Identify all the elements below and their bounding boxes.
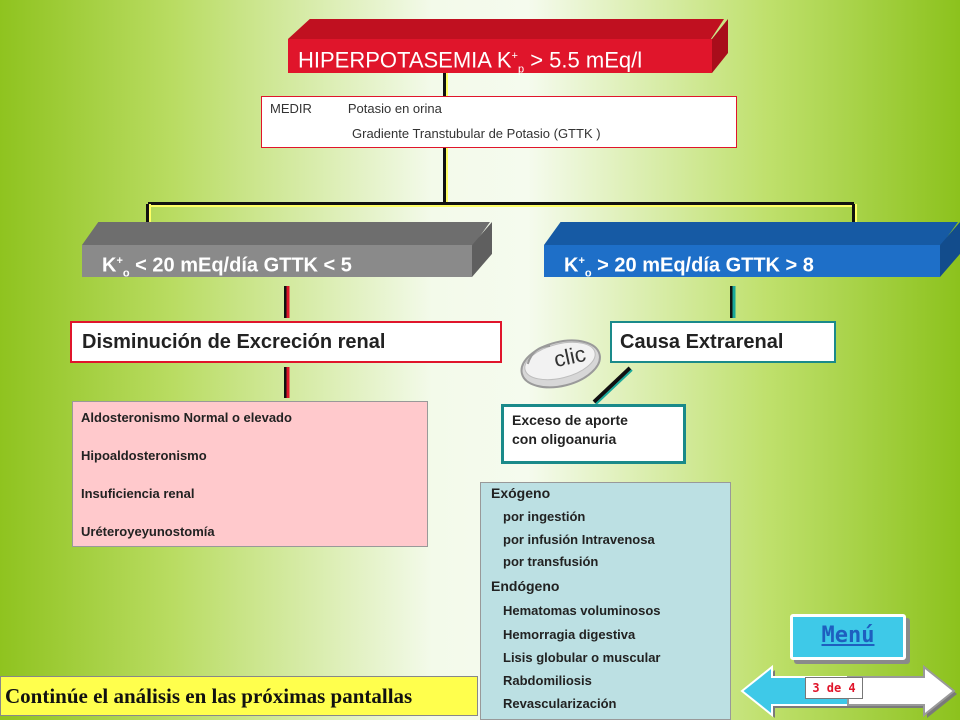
- footer-banner: Continúe el análisis en las próximas pan…: [0, 676, 478, 716]
- branch-left-depth: [82, 222, 490, 245]
- title-box-depth: [288, 19, 724, 39]
- measure-label: MEDIR: [270, 101, 312, 116]
- measure-line2: Gradiente Transtubular de Potasio (GTTK …: [352, 126, 601, 141]
- result-right-box: Causa Extrarenal: [610, 321, 836, 363]
- list-left-box: Aldosteronismo Normal o elevado Hipoaldo…: [72, 401, 428, 547]
- branch-right-box: K+o > 20 mEq/día GTTK > 8: [544, 245, 940, 280]
- branch-right-depth: [544, 222, 958, 245]
- list-item: Rabdomiliosis: [503, 673, 592, 688]
- list-item: Revascularización: [503, 696, 617, 711]
- exceso-line1: Exceso de aporte: [512, 412, 628, 428]
- mouse-click-icon[interactable]: [514, 326, 606, 396]
- list-right-box: Exógeno por ingestión por infusión Intra…: [480, 482, 731, 720]
- menu-button[interactable]: Menú: [790, 614, 906, 660]
- exceso-box: Exceso de aporte con oligoanuria: [501, 404, 686, 464]
- list-item: por transfusión: [503, 554, 599, 569]
- list-item: Aldosteronismo Normal o elevado: [81, 410, 292, 425]
- list-item: Hemorragia digestiva: [503, 627, 636, 642]
- list-item: por ingestión: [503, 509, 586, 524]
- list-item: Lisis globular o muscular: [503, 650, 661, 665]
- list-heading: Exógeno: [491, 485, 551, 501]
- list-item: por infusión Intravenosa: [503, 532, 655, 547]
- exceso-line2: con oligoanuria: [512, 431, 617, 447]
- list-item: Insuficiencia renal: [81, 486, 195, 501]
- list-item: Uréteroyeyunostomía: [81, 524, 215, 539]
- list-heading: Endógeno: [491, 578, 560, 594]
- list-item: Hipoaldosteronismo: [81, 448, 207, 463]
- measure-line1: Potasio en orina: [347, 101, 442, 116]
- measure-box: MEDIR Potasio en orina Gradiente Transtub…: [261, 96, 737, 148]
- forward-arrow-icon[interactable]: [847, 664, 957, 718]
- title-box: HIPERPOTASEMIA K+p > 5.5 mEq/l: [288, 39, 712, 76]
- page-indicator: 3 de 4: [805, 677, 863, 699]
- result-left-box: Disminución de Excreción renal: [70, 321, 502, 363]
- branch-left-box: K+o < 20 mEq/día GTTK < 5: [82, 245, 472, 280]
- list-item: Hematomas voluminosos: [503, 603, 661, 618]
